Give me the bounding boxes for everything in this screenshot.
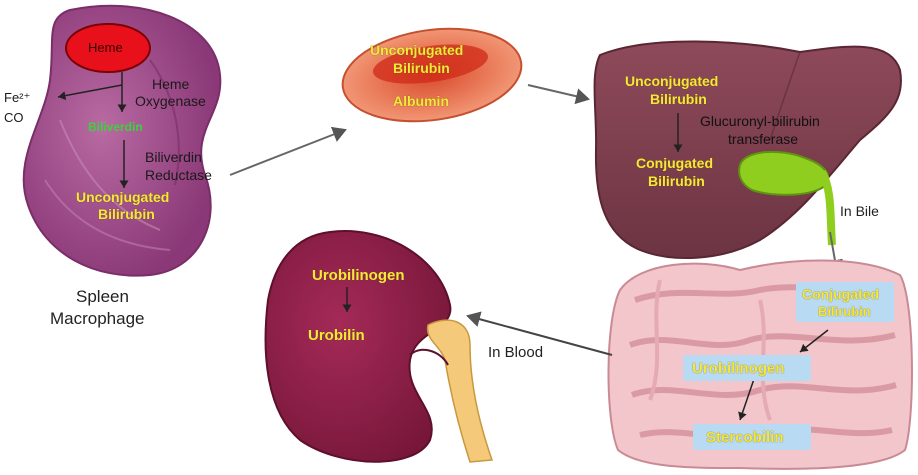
spleen-unconjugated-label-2: Bilirubin: [98, 207, 155, 221]
liver-conjugated-label-1: Conjugated: [636, 156, 713, 170]
kidney-shape: [266, 231, 451, 462]
biliverdin-label: Biliverdin: [88, 121, 143, 133]
intestine-conjugated-label-1: Conjugated: [802, 287, 879, 301]
heme-oxygenase-label-1: Heme: [152, 77, 189, 91]
albumin-unconjugated-label-1: Unconjugated: [370, 43, 463, 57]
spleen-unconjugated-label-1: Unconjugated: [76, 190, 169, 204]
enzyme-label-2: transferase: [728, 132, 798, 146]
spleen-caption: Spleen: [76, 288, 129, 305]
liver-unconjugated-label-1: Unconjugated: [625, 74, 718, 88]
fe-label: Fe²⁺: [4, 91, 30, 104]
heme-oxygenase-label-2: Oxygenase: [135, 94, 206, 108]
albumin-label: Albumin: [393, 94, 449, 108]
kidney-urobilinogen-label: Urobilinogen: [312, 268, 405, 283]
macrophage-caption: Macrophage: [50, 310, 145, 327]
in-blood-label: In Blood: [488, 345, 543, 360]
intestine-urobilinogen-label: Urobilinogen: [692, 361, 785, 376]
in-bile-label: In Bile: [840, 204, 879, 218]
urobilin-label: Urobilin: [308, 328, 365, 343]
heme-label: Heme: [88, 41, 123, 54]
arrow-albumin-to-liver: [528, 85, 588, 99]
liver-unconjugated-label-2: Bilirubin: [650, 92, 707, 106]
stercobilin-label: Stercobilin: [706, 430, 784, 445]
arrow-spleen-to-albumin: [230, 130, 345, 175]
ureter-shape: [428, 320, 492, 462]
intestine-conjugated-label-2: Bilirubin: [818, 305, 871, 318]
liver-conjugated-label-2: Bilirubin: [648, 174, 705, 188]
biliverdin-reductase-label-2: Reductase: [145, 168, 212, 182]
co-label: CO: [4, 111, 24, 124]
biliverdin-reductase-label-1: Biliverdin: [145, 150, 202, 164]
enzyme-label-1: Glucuronyl-bilirubin: [700, 114, 820, 128]
albumin-unconjugated-label-2: Bilirubin: [393, 61, 450, 75]
